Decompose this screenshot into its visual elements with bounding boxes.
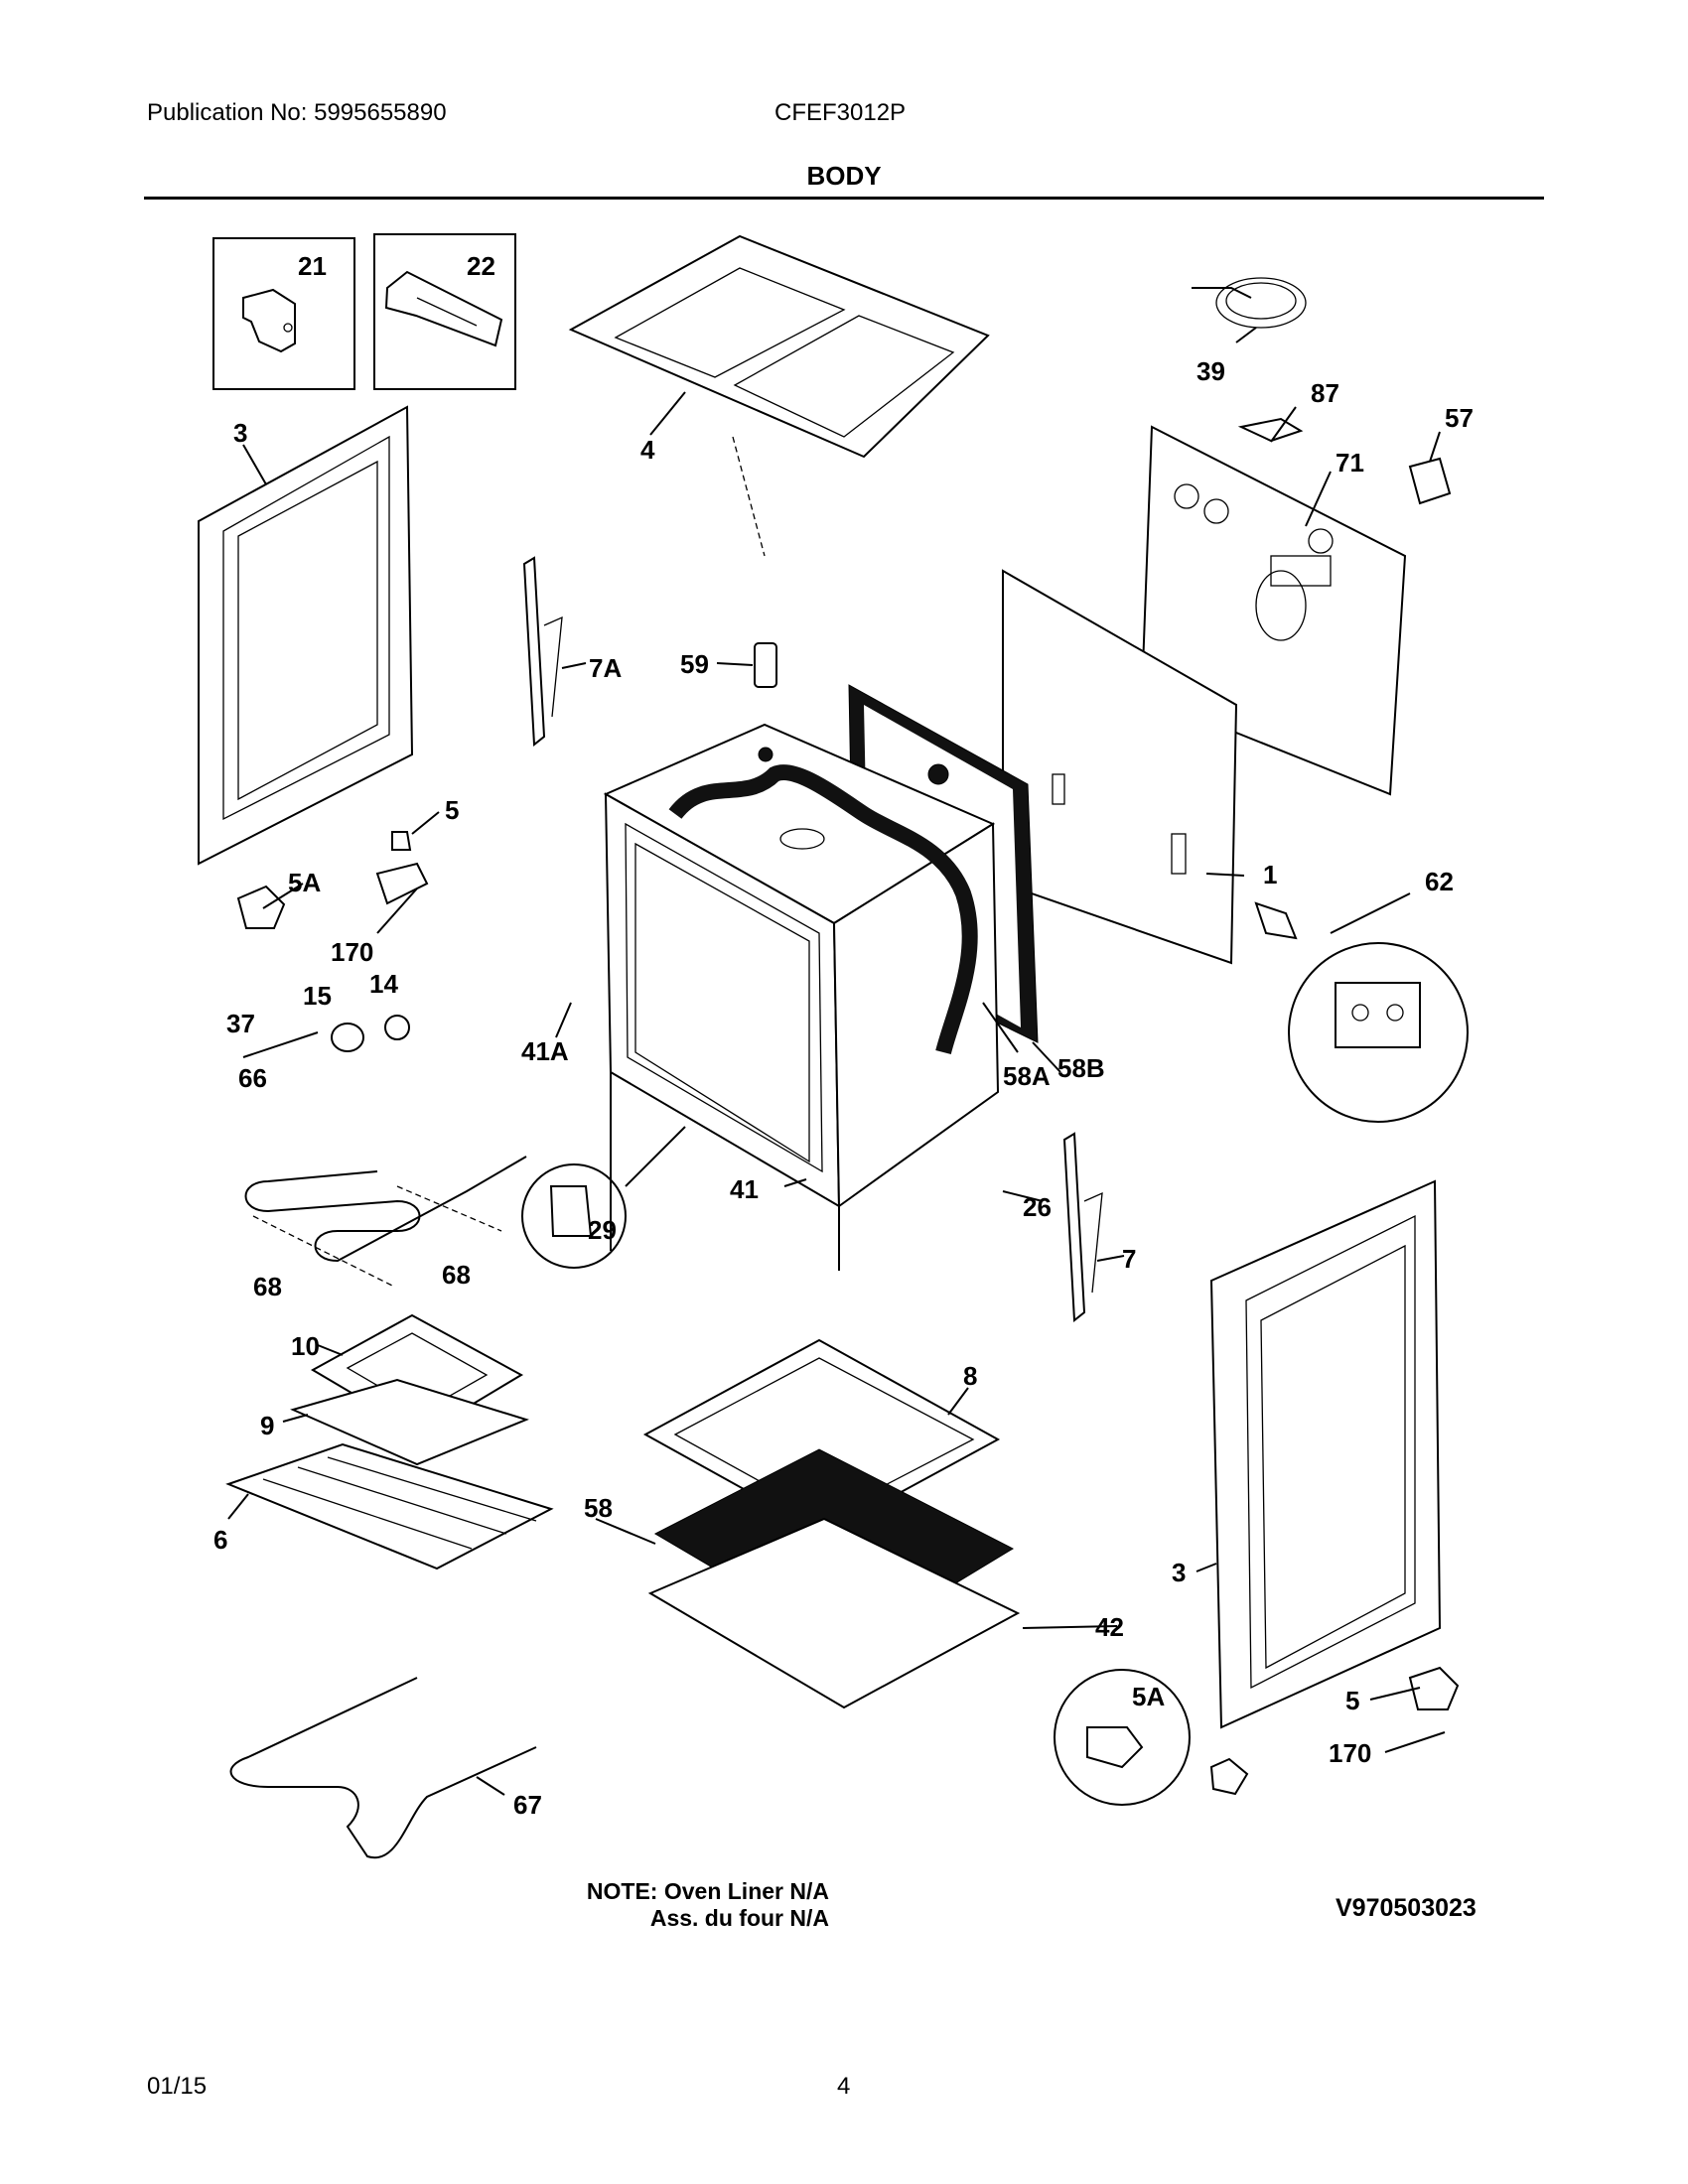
leader-lines (227, 327, 1446, 1796)
callout-5-left: 5 (445, 795, 459, 825)
callout-5a-right: 5A (1132, 1682, 1165, 1711)
callout-3-right: 3 (1172, 1558, 1186, 1587)
bracket-57 (1408, 457, 1452, 505)
callout-71: 71 (1336, 448, 1364, 478)
bottom-panel-42 (647, 1517, 1021, 1709)
callout-8: 8 (963, 1361, 977, 1391)
callout-66: 66 (238, 1063, 267, 1093)
callout-14: 14 (369, 969, 398, 999)
callout-7: 7 (1122, 1244, 1136, 1274)
door-right (1209, 1179, 1442, 1729)
callout-4: 4 (640, 435, 655, 465)
oven-rack-6 (225, 1442, 554, 1570)
page-number: 4 (837, 2073, 851, 2100)
bumper-59 (754, 642, 777, 762)
callout-170-left: 170 (331, 937, 373, 967)
door-left (198, 405, 414, 866)
callout-39: 39 (1196, 356, 1225, 386)
callout-7a: 7A (589, 653, 622, 683)
callout-67: 67 (513, 1790, 542, 1820)
callout-58a: 58A (1003, 1061, 1051, 1091)
section-title: BODY (806, 161, 882, 191)
shield-87 (1237, 417, 1304, 443)
terminal-block-detail-62 (1254, 901, 1469, 1123)
callout-10: 10 (291, 1331, 320, 1361)
bracket-detail-29 (521, 1126, 686, 1269)
oven-body (603, 723, 1000, 1271)
callout-22: 22 (467, 251, 495, 281)
callout-68-right: 68 (442, 1260, 471, 1290)
callout-59: 59 (680, 649, 709, 679)
callout-29: 29 (588, 1215, 617, 1245)
callout-1: 1 (1263, 860, 1277, 889)
callout-labels: 21 22 39 87 57 3 4 71 7A 59 5 5A 170 1 6… (213, 251, 1474, 1820)
inset-box-22 (373, 233, 516, 390)
note-line-2: Ass. du four N/A (649, 1905, 829, 1931)
callout-5-right: 5 (1345, 1686, 1359, 1715)
heat-shields-68 (252, 1185, 502, 1287)
callout-58b: 58B (1057, 1053, 1105, 1083)
rack-support-7 (1062, 1132, 1103, 1322)
model-number: CFEF3012P (774, 99, 907, 126)
broil-element-66 (244, 1156, 527, 1263)
callout-68-left: 68 (253, 1272, 282, 1301)
callout-41: 41 (730, 1174, 759, 1204)
power-cord (1192, 277, 1307, 329)
callout-58: 58 (584, 1493, 613, 1523)
hinge-detail-5a (1054, 1666, 1460, 1806)
callout-21: 21 (298, 251, 327, 281)
bake-element-67 (229, 1677, 537, 1859)
callout-62: 62 (1425, 867, 1454, 896)
callout-6: 6 (213, 1525, 227, 1555)
callout-87: 87 (1311, 378, 1339, 408)
top-panel (568, 234, 990, 557)
hinge-left (236, 831, 429, 929)
inset-box-21 (212, 237, 355, 390)
callout-170-right: 170 (1329, 1738, 1371, 1768)
publication-number: Publication No: 5995655890 (147, 99, 447, 126)
note-text: NOTE: Oven Liner N/A Ass. du four N/A (581, 1878, 829, 1932)
rack-support-7a (522, 556, 563, 747)
callout-37: 37 (226, 1009, 255, 1038)
callout-41a: 41A (521, 1036, 569, 1066)
callout-5a-left: 5A (288, 868, 321, 897)
diagram-code: V970503023 (1336, 1894, 1477, 1922)
callout-42: 42 (1095, 1612, 1124, 1642)
oven-lamp (242, 1015, 410, 1058)
broiler-pan-9 (290, 1378, 529, 1466)
callout-3-left: 3 (233, 418, 247, 448)
note-line-1: NOTE: Oven Liner N/A (586, 1878, 829, 1904)
callout-26: 26 (1023, 1192, 1052, 1222)
callout-15: 15 (303, 981, 332, 1011)
footer-date: 01/15 (147, 2073, 208, 2100)
callout-57: 57 (1445, 403, 1474, 433)
callout-9: 9 (260, 1411, 274, 1440)
header-rule (144, 197, 1544, 200)
